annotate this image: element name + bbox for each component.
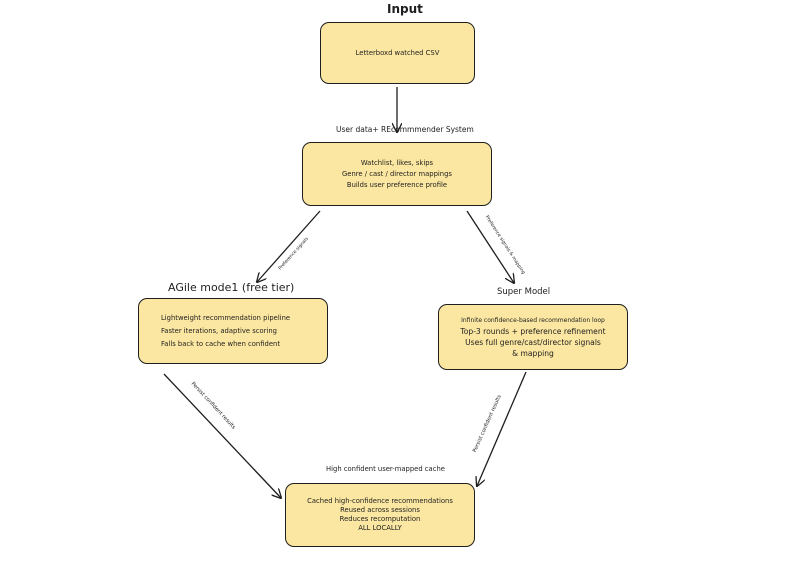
arrow-super-to-cache (477, 371, 527, 486)
agile-line: Lightweight recommendation pipeline (161, 313, 291, 322)
super-line: Uses full genre/cast/director signals (465, 338, 601, 347)
super-title: Super Model (497, 287, 551, 297)
input-box: Letterboxd watched CSV (320, 22, 475, 84)
super-line: Infinite confidence-based recommendation… (461, 317, 605, 324)
recommender-line: Watchlist, likes, skips (360, 158, 434, 167)
super-line: Top-3 rounds + preference refinement (460, 327, 606, 336)
cache-line: ALL LOCALLY (358, 524, 402, 532)
recommender-line: Builds user preference profile (346, 180, 448, 189)
agile-line: Falls back to cache when confident (161, 339, 280, 348)
recommender-title: User data+ REcommmender System (336, 125, 474, 134)
recommender-line: Genre / cast / director mappings (342, 169, 452, 178)
arrow-agile-to-cache (163, 373, 281, 498)
cache-box: Cached high-confidence recommendations R… (285, 483, 475, 547)
recommender-box: Watchlist, likes, skips Genre / cast / d… (302, 142, 492, 206)
arrow-recommender-to-super (466, 210, 514, 283)
super-line: & mapping (512, 349, 554, 358)
cache-line: Reduces recomputation (339, 515, 421, 523)
agile-box: Lightweight recommendation pipeline Fast… (138, 298, 328, 364)
agile-title: AGile mode1 (free tier) (168, 281, 295, 294)
cache-line: Cached high-confidence recommendations (307, 497, 453, 505)
super-box: Infinite confidence-based recommendation… (438, 304, 628, 370)
input-line: Letterboxd watched CSV (355, 48, 440, 57)
input-title: Input (387, 2, 423, 16)
arrow-recommender-to-agile (257, 210, 321, 282)
agile-line: Faster iterations, adaptive scoring (161, 326, 277, 335)
cache-title: High confident user-mapped cache (326, 465, 445, 473)
cache-line: Reused across sessions (340, 506, 420, 514)
